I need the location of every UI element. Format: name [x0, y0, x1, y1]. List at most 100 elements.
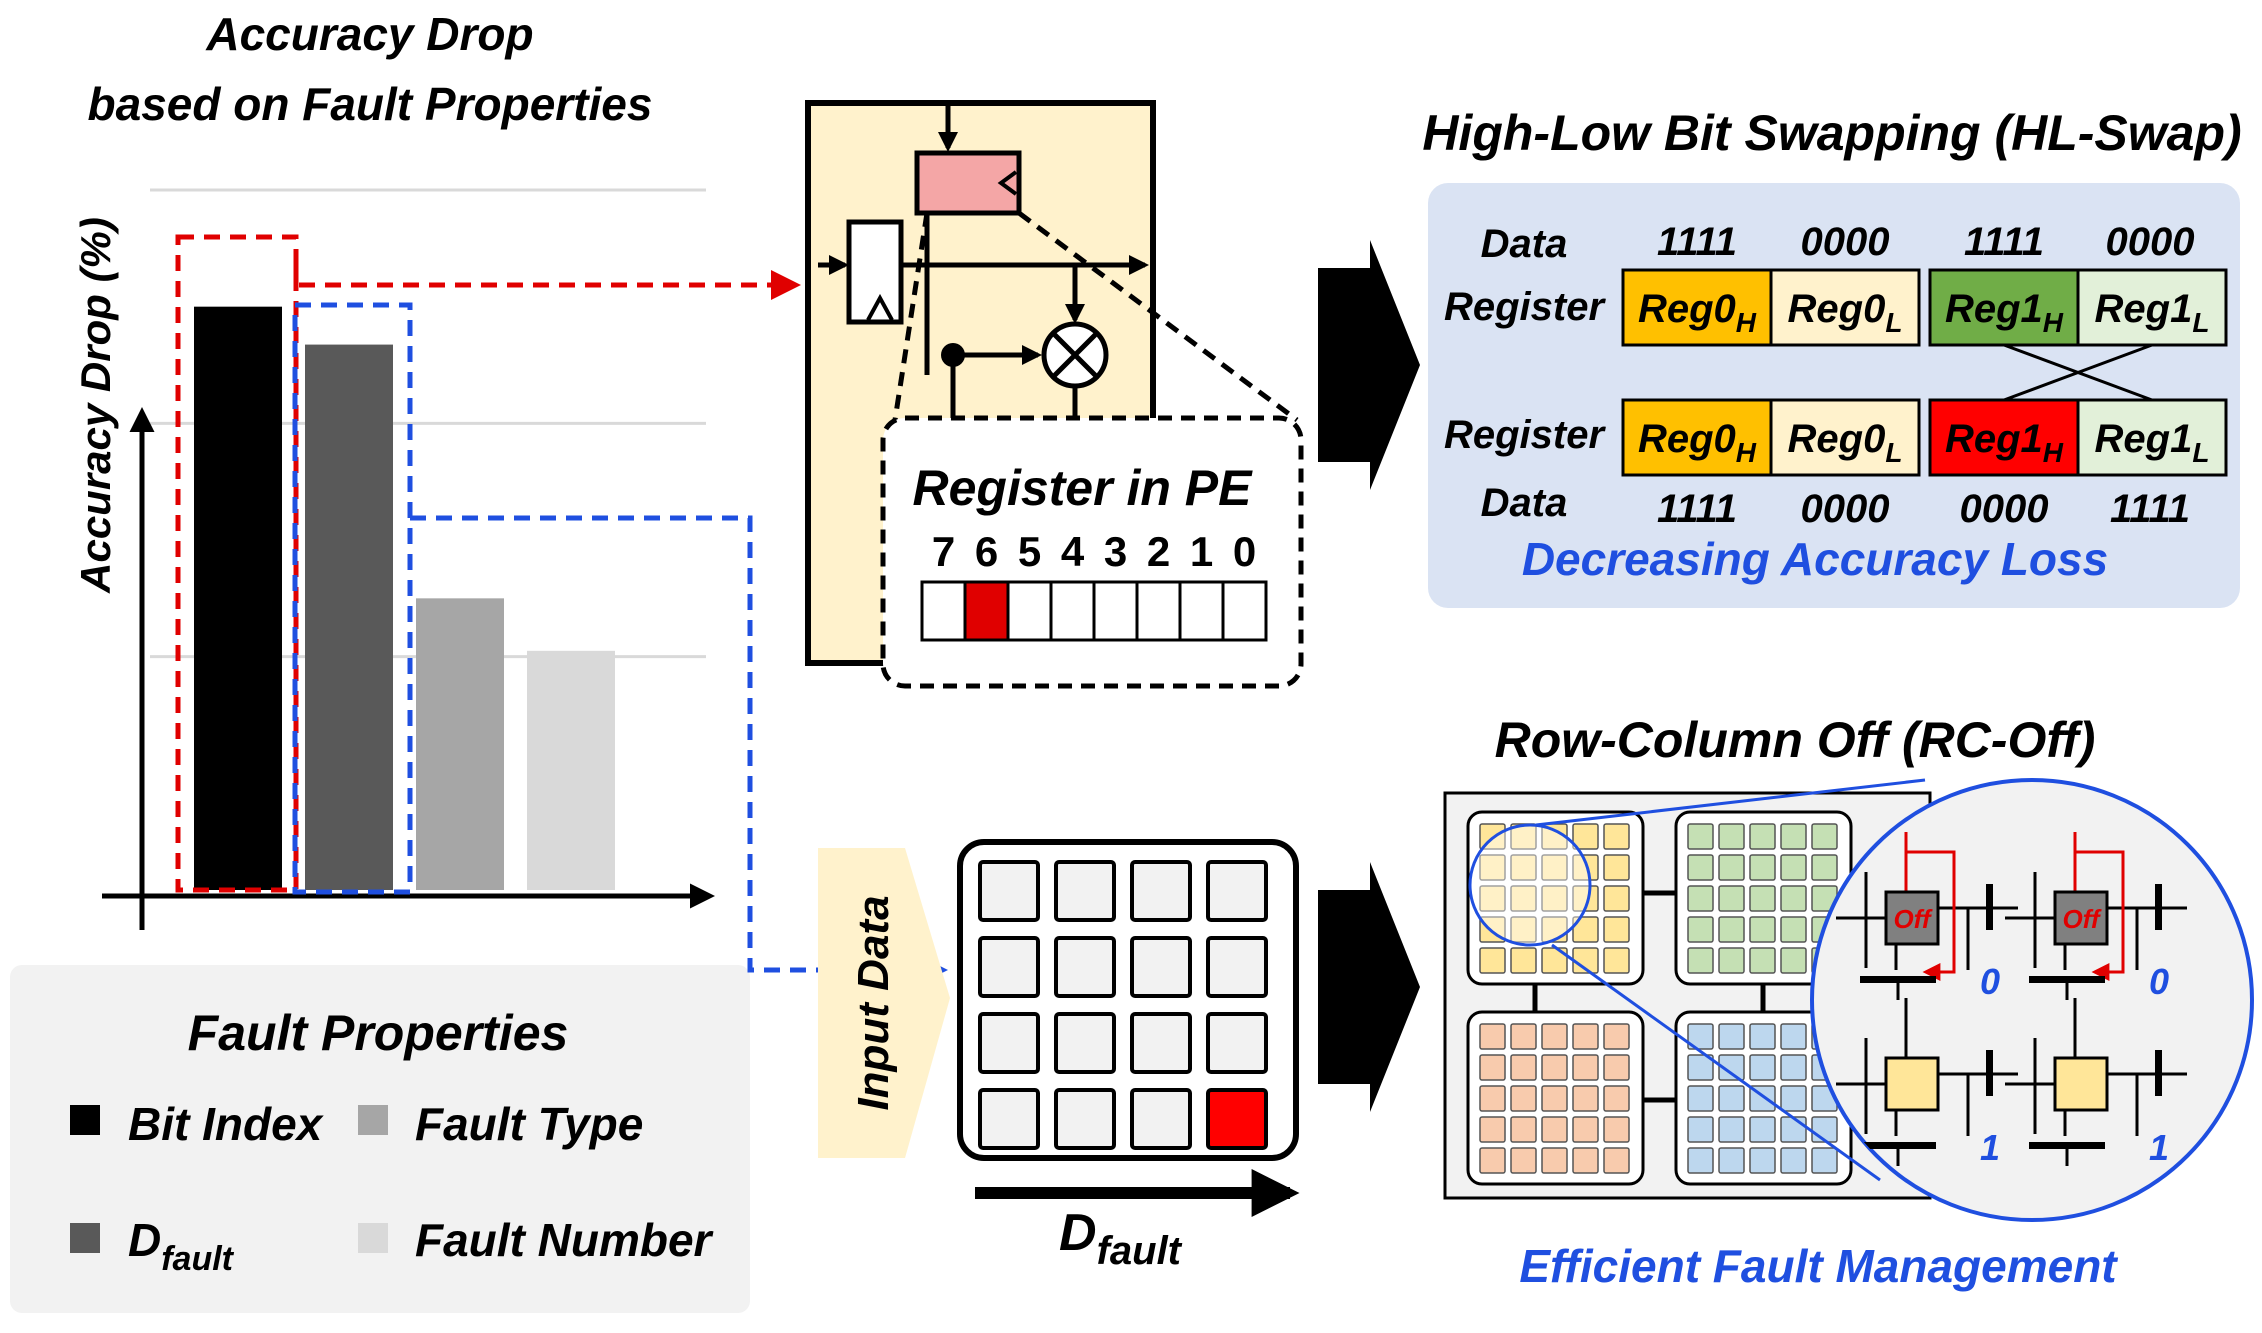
reg0-l-bottom: [1769, 398, 1921, 477]
register-title: Register in PE: [913, 460, 1254, 516]
reg1-l-bottom-label: Reg1L: [2095, 417, 2210, 468]
input-cell: [1054, 1012, 1116, 1074]
bit-index-label: 1: [1190, 528, 1213, 575]
input-cell: [978, 860, 1040, 922]
pe-cell: [1479, 1116, 1506, 1143]
bar-chart: Accuracy Drop based on Fault Properties …: [72, 8, 715, 930]
input-cell: [978, 1088, 1040, 1150]
legend-swatch-fault-type: [358, 1105, 388, 1135]
pe-cell: [1687, 947, 1714, 974]
pe-cell: [1718, 885, 1745, 912]
bit-cell: [1178, 580, 1225, 642]
pe-register-bar: [2155, 1050, 2162, 1096]
pe-cell: [1780, 1085, 1807, 1112]
input-data-label: Input Data: [849, 895, 898, 1110]
bit-index-label: 4: [1061, 528, 1085, 575]
pe-cell: [1510, 1085, 1537, 1112]
input-cell: [1206, 936, 1268, 998]
pe-cell: [1541, 1023, 1568, 1050]
input-cell: [978, 936, 1040, 998]
reg1-l-bottom: [2076, 398, 2228, 477]
pe-register-bar: [1986, 1050, 1993, 1096]
bit-cell: [1135, 580, 1182, 642]
bit-index-label: 5: [1018, 528, 1041, 575]
pe-cell: [1541, 854, 1568, 881]
pe-accumulator-bar: [2029, 1142, 2105, 1149]
pe-register-bar: [1986, 884, 1993, 930]
input-data-section: Input Data Dfault: [818, 839, 1300, 1273]
reg1-h-top-label: Reg1H: [1945, 287, 2064, 338]
pe-off-box: [1884, 890, 1940, 946]
pe-register: [914, 150, 1022, 216]
pe-cell: [1541, 885, 1568, 912]
pe-cell: [1572, 823, 1599, 850]
bit-index-label: 3: [1104, 528, 1127, 575]
pe-accumulator-bar: [1860, 976, 1936, 983]
pe-cell: [1687, 1054, 1714, 1081]
pe-cell: [1811, 1116, 1838, 1143]
pe-cell: [1510, 1147, 1537, 1174]
pe-cell: [1718, 1023, 1745, 1050]
bit-cell: [1006, 580, 1053, 642]
pe-cell: [1749, 1054, 1776, 1081]
chart-title-line2: based on Fault Properties: [88, 78, 653, 130]
pe-cell: [1541, 1147, 1568, 1174]
multiplier-icon: [1051, 331, 1099, 379]
pe-cell: [1749, 885, 1776, 912]
pe-cell: [1687, 1147, 1714, 1174]
pe-cell: [1479, 885, 1506, 912]
pe-cell: [1479, 1147, 1506, 1174]
pe-cell: [1780, 1116, 1807, 1143]
zoom-line: [1535, 778, 1926, 827]
pe-cell: [1510, 1054, 1537, 1081]
pe-cell: [1718, 854, 1745, 881]
pe-cell: [1510, 916, 1537, 943]
pe-cell: [1718, 823, 1745, 850]
dfault-label: Dfault: [1059, 1204, 1183, 1273]
reg0-l-top: [1769, 268, 1921, 347]
rc-off-caption: Efficient Fault Management: [1519, 1240, 2118, 1292]
bit-cell: [1049, 580, 1096, 642]
bar-dfault: [305, 344, 393, 890]
input-cell: [1130, 1012, 1192, 1074]
input-cell: [1130, 1088, 1192, 1150]
pe-cell: [1572, 1085, 1599, 1112]
chart-title-line1: Accuracy Drop: [205, 8, 533, 60]
top-data-2: 1111: [1964, 220, 2044, 264]
pe-cell: [1718, 1054, 1745, 1081]
blue-highlight-box: [292, 302, 413, 895]
pe-cell: [1780, 1023, 1807, 1050]
reg1-l-top-label: Reg1L: [2095, 287, 2210, 338]
bypass-path: [1904, 832, 1956, 981]
reg0-h-bottom-label: Reg0H: [1638, 417, 1757, 468]
pe-output-label: 0: [1980, 961, 2000, 1002]
pe-cell: [1541, 1085, 1568, 1112]
reg1-h-bottom-label: Reg1H: [1945, 417, 2064, 468]
pe-cell: [1687, 885, 1714, 912]
pe-cell: [1572, 1147, 1599, 1174]
pe-cell: [1603, 854, 1630, 881]
pe-cell: [1603, 916, 1630, 943]
input-cell: [1054, 860, 1116, 922]
pe-output-label: 1: [2149, 1127, 2169, 1168]
pe-cell: [1687, 916, 1714, 943]
pe-box: [1884, 1056, 1940, 1112]
bit-index-label: 6: [975, 528, 998, 575]
hl-swap-title: High-Low Bit Swapping (HL-Swap): [1422, 105, 2241, 161]
bit-index-label: 0: [1233, 528, 1256, 575]
pe-cell: [1718, 1085, 1745, 1112]
pe-cell: [1718, 1147, 1745, 1174]
reg0-h-top-label: Reg0H: [1638, 287, 1757, 338]
row-label-register-2: Register: [1444, 413, 1606, 457]
input-cell: [978, 1012, 1040, 1074]
pe-cell: [1718, 1116, 1745, 1143]
legend-dfault-sub: fault: [161, 1240, 234, 1278]
pe-cell: [1749, 823, 1776, 850]
pe-cell: [1749, 1023, 1776, 1050]
rc-off-title: Row-Column Off (RC-Off): [1495, 712, 2096, 768]
pe-cell: [1811, 1147, 1838, 1174]
pe-cell: [1749, 1116, 1776, 1143]
